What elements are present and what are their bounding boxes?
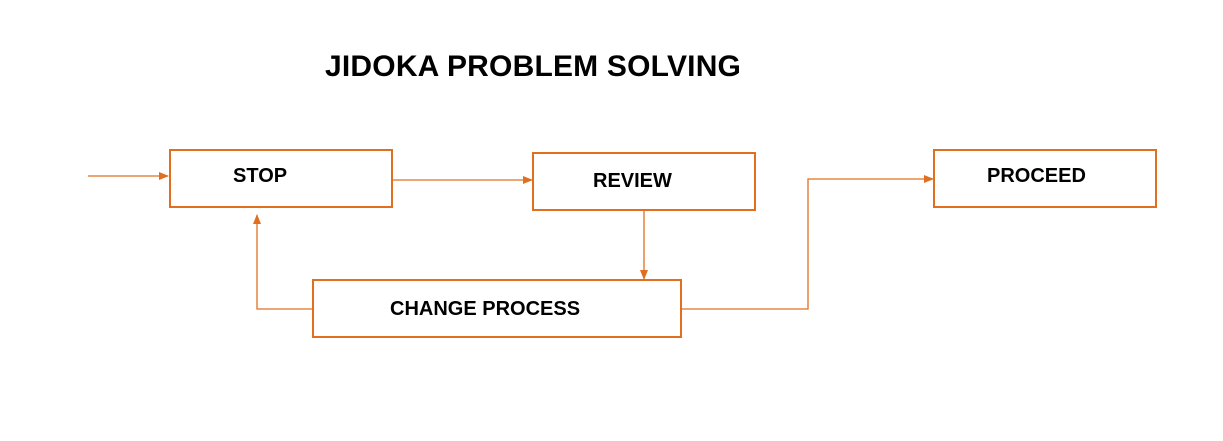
edge-change-process-to-proceed — [682, 175, 934, 310]
stop-label: STOP — [233, 165, 288, 187]
proceed-label: PROCEED — [987, 165, 1086, 187]
diagram-title: JIDOKA PROBLEM SOLVING — [325, 50, 742, 83]
change-process-label: CHANGE PROCESS — [390, 298, 581, 320]
edge-change-process-to-stop — [253, 214, 312, 310]
proceed-node — [933, 149, 1157, 208]
review-node — [532, 152, 756, 211]
review-label: REVIEW — [593, 170, 672, 192]
stop-node — [169, 149, 393, 208]
change-process-node — [312, 279, 682, 338]
